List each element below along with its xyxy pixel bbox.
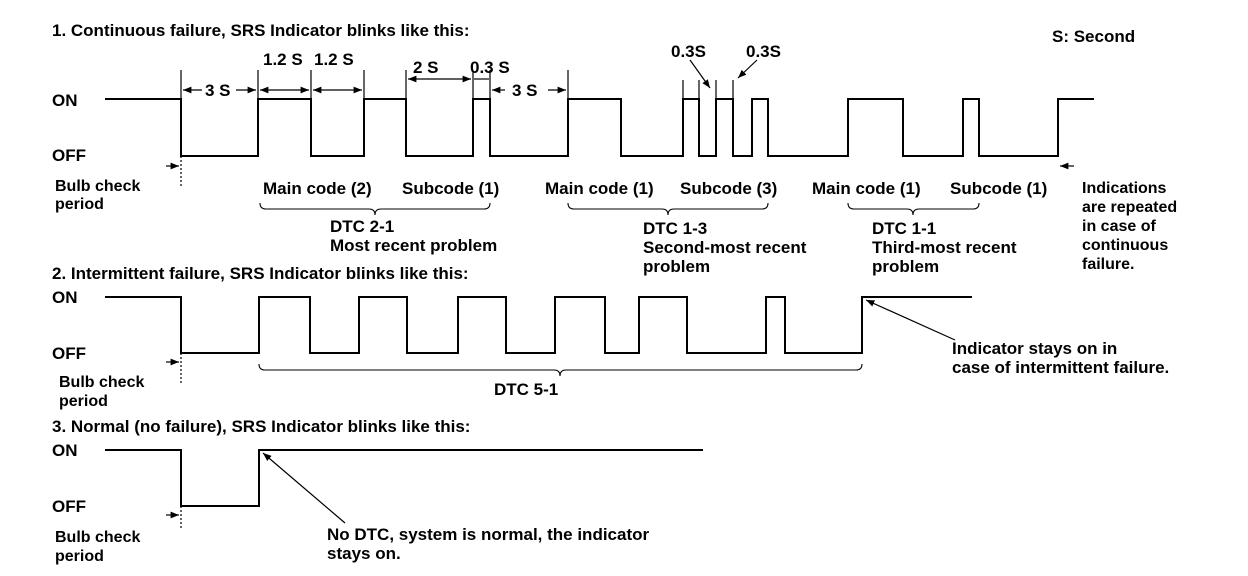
- dim-2s: 2 S: [413, 58, 439, 77]
- section2-on-label: ON: [52, 288, 78, 307]
- dim-3s-second: 3 S: [512, 81, 538, 100]
- dtc-5-1-code: DTC 5-1: [494, 380, 558, 399]
- section3-note-line1: No DTC, system is normal, the indicator: [327, 525, 650, 544]
- code-sub-3: Subcode (3): [680, 179, 777, 198]
- dtc-2-1-brace: [259, 202, 491, 216]
- code-main-2: Main code (2): [263, 179, 372, 198]
- repeat-note-line4: continuous: [1082, 237, 1168, 254]
- code-main-1-second: Main code (1): [812, 179, 921, 198]
- dtc-1-3-desc-line2: problem: [643, 257, 710, 276]
- dim-0-3s-third: 0.3S: [746, 42, 781, 61]
- dtc-1-3-brace: [567, 202, 769, 216]
- code-sub-1-second: Subcode (1): [950, 179, 1047, 198]
- code-main-1-first: Main code (1): [545, 179, 654, 198]
- section1-waveform: [105, 98, 1094, 157]
- dtc-2-1-desc: Most recent problem: [330, 236, 497, 255]
- section3-off-label: OFF: [52, 497, 86, 516]
- repeat-note-line1: Indications: [1082, 180, 1167, 197]
- code-sub-1-first: Subcode (1): [402, 179, 499, 198]
- legend-second: S: Second: [1052, 27, 1135, 46]
- section2-bulb-check-line2: period: [59, 393, 108, 410]
- repeat-note-line5: failure.: [1082, 256, 1134, 273]
- dtc-1-1-code: DTC 1-1: [872, 219, 936, 238]
- section2-off-label: OFF: [52, 344, 86, 363]
- dtc-2-1-code: DTC 2-1: [330, 217, 394, 236]
- section2-waveform: [105, 296, 972, 354]
- section1-off-label: OFF: [52, 146, 86, 165]
- section3-on-label: ON: [52, 441, 78, 460]
- dtc-1-3-code: DTC 1-3: [643, 219, 707, 238]
- section3-bulb-check-line2: period: [55, 548, 104, 565]
- section1-title: 1. Continuous failure, SRS Indicator bli…: [52, 21, 470, 40]
- dim-0-3s-second: 0.3S: [671, 42, 706, 61]
- dim-0-3s-first: 0.3 S: [470, 58, 510, 77]
- section2-note-line1: Indicator stays on in: [952, 339, 1117, 358]
- section3-note-arrow: [262, 452, 346, 524]
- section3-bulb-check-line1: Bulb check: [55, 529, 140, 546]
- repeat-note-line2: are repeated: [1082, 199, 1177, 216]
- dtc-5-1-brace: [258, 363, 863, 377]
- section2-bulb-check-line1: Bulb check: [59, 374, 144, 391]
- dtc-1-1-desc-line2: problem: [872, 257, 939, 276]
- dtc-1-3-desc-line1: Second-most recent: [643, 238, 807, 257]
- dim-1-2s-second: 1.2 S: [314, 50, 354, 69]
- section3-waveform: [105, 449, 703, 507]
- section1-dimension-arrows: [183, 59, 758, 94]
- section2-note-arrow: [865, 299, 956, 341]
- section1-bulb-check-line1: Bulb check: [55, 178, 140, 195]
- section1-on-label: ON: [52, 91, 78, 110]
- dim-1-2s-first: 1.2 S: [263, 50, 303, 69]
- section2-note-line2: case of intermittent failure.: [952, 358, 1169, 377]
- section1-bulb-check-line2: period: [55, 196, 104, 213]
- dtc-1-1-desc-line1: Third-most recent: [872, 238, 1017, 257]
- section3-title: 3. Normal (no failure), SRS Indicator bl…: [52, 417, 470, 436]
- section1-dimension-ticks: [180, 70, 734, 156]
- section2-title: 2. Intermittent failure, SRS Indicator b…: [52, 264, 469, 283]
- repeat-note-line3: in case of: [1082, 218, 1156, 235]
- dim-3s-first: 3 S: [205, 81, 231, 100]
- dtc-1-1-brace: [847, 202, 980, 216]
- section3-note-line2: stays on.: [327, 544, 401, 563]
